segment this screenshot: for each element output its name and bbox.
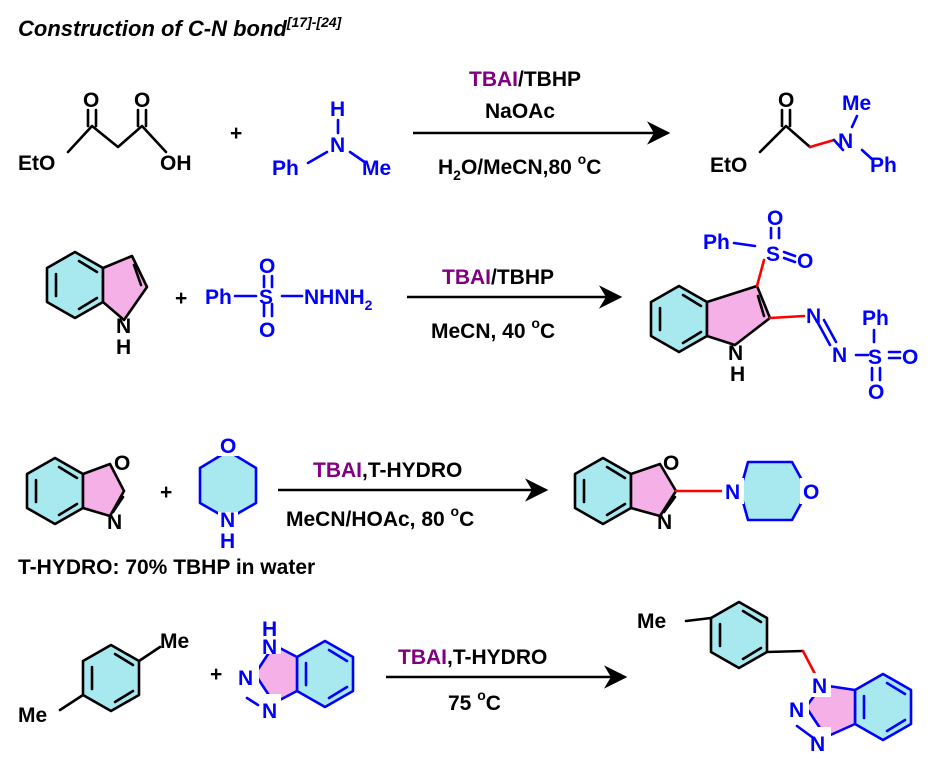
r3-product-o: O (663, 452, 679, 475)
r2-ph: Ph (205, 286, 232, 309)
r1-product-n: N (838, 130, 853, 153)
r1-ethyl-malonate: O O EtO OH (18, 89, 192, 175)
r2-product-n-indole: N (728, 342, 743, 365)
r3-conditions-bottom: MeCN/HOAc, 80 oC (286, 503, 474, 531)
r1-me: Me (362, 157, 391, 180)
r3-morpholine-h: H (220, 530, 235, 553)
r3-product-morpholine-o: O (803, 481, 819, 504)
r2-indole-n: N (116, 315, 131, 338)
r2-product-ph-1: Ph (703, 231, 730, 254)
reaction-4: Me Me + H N N N TBAI,T-HYDRO 75 oC (18, 600, 913, 756)
r2-s: S (259, 286, 273, 309)
r2-product-s-1: S (766, 243, 780, 266)
r2-product-s-2: S (868, 346, 882, 369)
r1-product-ph: Ph (870, 154, 897, 177)
r3-conditions-top: TBAI,T-HYDRO (313, 459, 462, 482)
r4-conditions-bottom: 75 oC (448, 687, 501, 715)
r4-product-n3: N (810, 733, 825, 756)
r1-oh: OH (160, 152, 192, 175)
r1-oxygen-2: O (134, 89, 150, 112)
r1-ph: Ph (272, 157, 299, 180)
r2-indole-h: H (116, 336, 131, 359)
r4-triazole-h: H (262, 618, 277, 641)
r3-morpholine: O N H (198, 434, 258, 553)
r2-o-bottom: O (259, 319, 275, 342)
r3-morpholine-o: O (220, 435, 236, 458)
r1-oxygen-1: O (83, 89, 99, 112)
r2-conditions-top: TBAI/TBHP (442, 266, 554, 289)
r1-eto: EtO (18, 152, 55, 175)
r1-product-eto: EtO (710, 154, 747, 177)
scheme-title: Construction of C-N bond[17]-[24] (18, 14, 343, 41)
r4-triazole-n3: N (262, 700, 277, 723)
r3-product: O N N O (573, 452, 822, 534)
r4-me-2: Me (18, 704, 47, 727)
r3-benzoxazole: O N (25, 452, 130, 534)
r1-product-oxygen: O (778, 89, 794, 112)
r2-plus: + (175, 287, 187, 310)
r1-h: H (330, 98, 345, 121)
r2-product-h: H (730, 363, 745, 386)
r2-product-o-2: O (797, 250, 813, 273)
r4-product-n2: N (789, 699, 804, 722)
r1-plus: + (230, 122, 242, 145)
r3-morpholine-n: N (220, 509, 235, 532)
r2-product-n-azo-1: N (806, 305, 821, 328)
r2-nhnh2: NHNH2 (304, 286, 373, 313)
r4-triazole-n2: N (238, 667, 253, 690)
r3-oxazole-n: N (107, 511, 122, 534)
r4-product: Me N N N (637, 600, 913, 756)
r1-product: O EtO Me N Ph (710, 89, 897, 177)
r2-product-o-3: O (902, 346, 918, 369)
r4-benzotriazole: H N N N (237, 618, 355, 723)
r1-conditions-top: TBAI/TBHP (469, 68, 581, 91)
r3-product-morpholine-n: N (725, 481, 740, 504)
r2-o-top: O (259, 255, 275, 278)
r1-n: N (330, 134, 345, 157)
reaction-1: O O EtO OH + H N Ph Me TBAI/TBHP NaOAc H… (18, 68, 897, 183)
r2-product-o-1: O (767, 207, 783, 230)
reaction-3: O N + O N H TBAI,T-HYDRO MeCN/HOAc, 80 o… (18, 434, 822, 579)
r1-product-me: Me (842, 92, 871, 115)
r4-conditions-top: TBAI,T-HYDRO (398, 646, 547, 669)
r2-product-ph-2: Ph (862, 307, 889, 330)
r4-product-n1: N (812, 675, 827, 698)
r3-note: T-HYDRO: 70% TBHP in water (18, 556, 315, 579)
r4-p-xylene: Me Me (18, 630, 189, 727)
r2-indole: N H (45, 250, 149, 359)
r2-conditions-bottom: MeCN, 40 oC (431, 315, 555, 343)
r1-n-methylaniline: H N Ph Me (272, 98, 391, 180)
r3-oxazole-o: O (114, 452, 130, 475)
r4-me-1: Me (160, 630, 189, 653)
r1-conditions-base: NaOAc (485, 100, 555, 123)
r4-triazole-n1: N (262, 636, 277, 659)
r2-product-n-azo-2: N (832, 344, 847, 367)
title-reference: [17]-[24] (286, 14, 343, 30)
r1-conditions-bottom: H2O/MeCN,80 oC (438, 151, 601, 183)
r2-product-o-4: O (868, 381, 884, 404)
r4-plus: + (210, 663, 222, 686)
r3-plus: + (160, 481, 172, 504)
r2-product: Ph S O O N H N N Ph S O O (649, 207, 918, 404)
r4-product-me: Me (637, 610, 666, 633)
r3-product-n: N (657, 511, 672, 534)
reaction-2: N H + Ph S O O NHNH2 TBAI/TBHP MeCN, 40 … (45, 207, 918, 404)
r2-sulfonylhydrazide: Ph S O O NHNH2 (205, 255, 373, 342)
